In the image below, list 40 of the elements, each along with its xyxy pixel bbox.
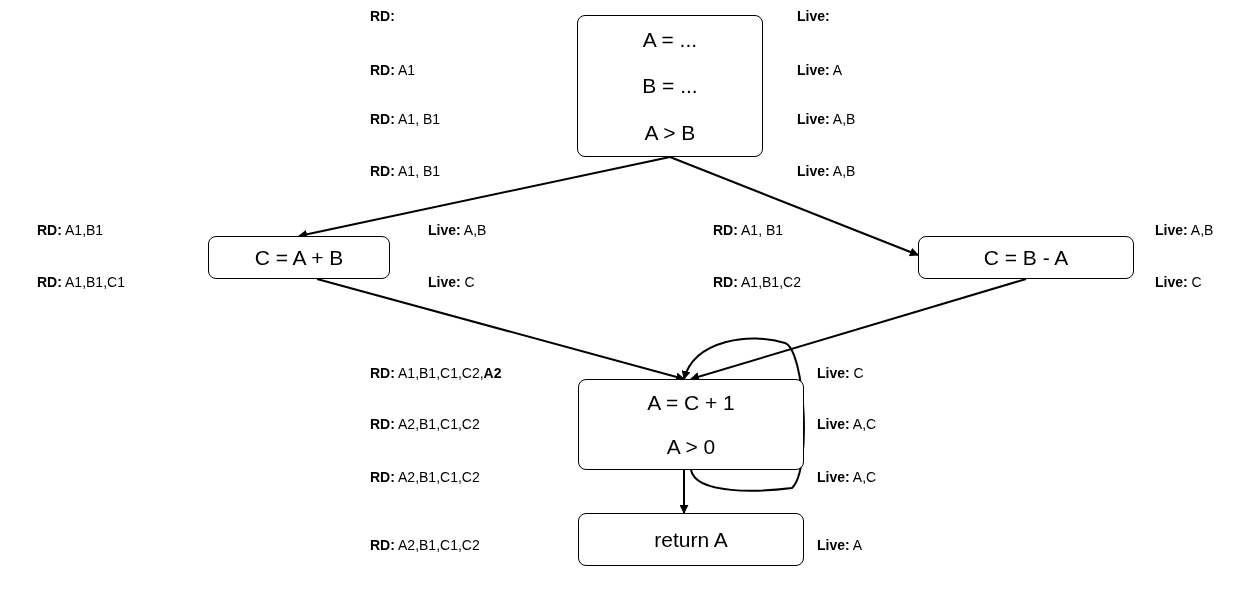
dataflow-annotation: Live: A xyxy=(817,538,863,552)
dataflow-annotation: RD: xyxy=(370,9,395,23)
dataflow-annotation: Live: A,B xyxy=(1155,223,1214,237)
dataflow-annotation: RD: A1, B1 xyxy=(370,164,441,178)
dataflow-annotation: RD: A1, B1 xyxy=(713,223,784,237)
dataflow-annotation: RD: A1 xyxy=(370,63,416,77)
dataflow-annotation: RD: A2,B1,C1,C2 xyxy=(370,538,480,552)
dataflow-annotation: Live: A xyxy=(797,63,843,77)
dataflow-annotation: Live: C xyxy=(428,275,475,289)
code-statement: A = C + 1 xyxy=(647,391,735,413)
code-statement: A = ... xyxy=(642,28,698,50)
code-statement: return A xyxy=(654,529,728,550)
code-block-box xyxy=(918,236,1134,279)
arrow xyxy=(690,278,1027,381)
dataflow-annotation: Live: C xyxy=(817,366,864,380)
code-block-box xyxy=(577,15,763,157)
dataflow-annotation: RD: A1,B1,C1,C2,A2 xyxy=(370,366,502,380)
dataflow-annotation: RD: A1,B1,C2 xyxy=(713,275,801,289)
dataflow-annotation: Live: A,B xyxy=(797,112,856,126)
dataflow-annotation: Live: xyxy=(797,9,830,23)
code-block-box xyxy=(578,379,804,470)
dataflow-annotation: RD: A1,B1 xyxy=(37,223,104,237)
arrow xyxy=(669,156,919,257)
dataflow-annotation: Live: A,C xyxy=(817,470,877,484)
dataflow-annotation: RD: A1, B1 xyxy=(370,112,441,126)
code-statement: A > B xyxy=(644,122,696,144)
code-statement: A > 0 xyxy=(666,436,716,458)
code-statement: C = A + B xyxy=(254,247,344,268)
code-block-box xyxy=(578,513,804,566)
dataflow-annotation: RD: A2,B1,C1,C2 xyxy=(370,470,480,484)
code-statement: C = B - A xyxy=(983,247,1069,268)
dataflow-annotation: Live: C xyxy=(1155,275,1202,289)
dataflow-annotation: Live: A,C xyxy=(817,417,877,431)
code-statement: B = ... xyxy=(642,75,698,97)
dataflow-annotation: RD: A2,B1,C1,C2 xyxy=(370,417,480,431)
dataflow-annotation: RD: A1,B1,C1 xyxy=(37,275,125,289)
arrow xyxy=(679,469,689,514)
dataflow-annotation: Live: A,B xyxy=(428,223,487,237)
code-block-box xyxy=(208,236,390,279)
dataflow-annotation: Live: A,B xyxy=(797,164,856,178)
